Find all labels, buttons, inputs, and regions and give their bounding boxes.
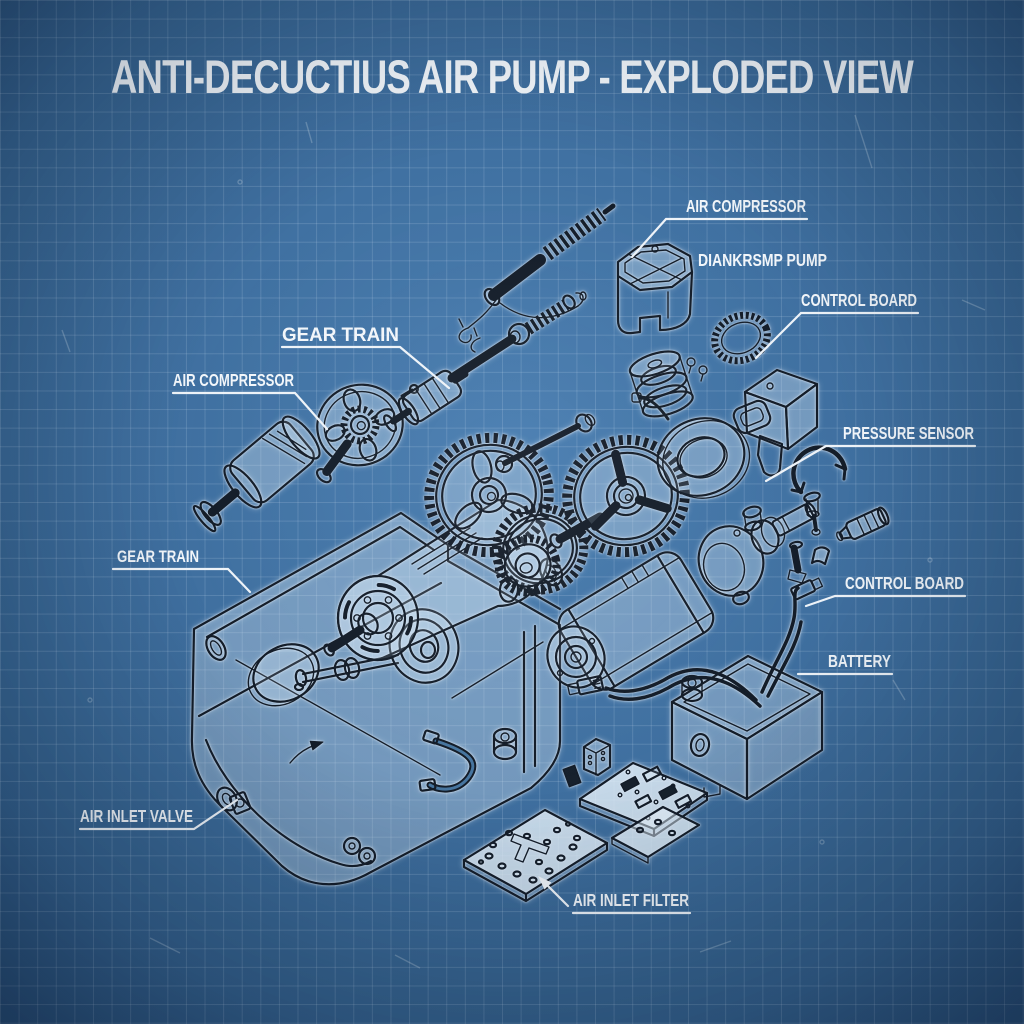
paper-scratches — [61, 114, 986, 969]
label-leader-lines — [78, 217, 977, 915]
spring-rod-wire — [458, 203, 616, 353]
secondary-motor — [546, 551, 715, 691]
axle-bolt — [494, 413, 596, 474]
pump-head-assembly — [697, 491, 821, 606]
pressure-sensor-part — [836, 506, 890, 542]
air-inlet-filter-plate-2 — [610, 805, 701, 864]
label-air-inlet-filter: AIR INLET FILTER — [573, 890, 689, 910]
end-disc — [247, 643, 320, 707]
label-diankrsmp-pump: DIANKRSMP PUMP — [698, 250, 827, 270]
ink-drawing-layer — [190, 203, 890, 903]
bolt-with-spring — [447, 294, 576, 383]
label-pressure-sensor: PRESSURE SENSOR — [843, 423, 974, 443]
battery-connector-top — [790, 577, 824, 601]
battery-connector-left — [567, 675, 605, 696]
label-gear-train-left: GEAR TRAIN — [117, 548, 199, 566]
arc-chip — [810, 546, 831, 566]
label-battery: BATTERY — [828, 651, 891, 671]
gear-large-right-shaft — [549, 512, 605, 549]
battery-pack — [567, 577, 824, 801]
c-clip-arrows — [790, 445, 848, 495]
label-air-inlet-valve: AIR INLET VALVE — [80, 806, 193, 826]
piston-cylinder — [192, 415, 321, 533]
label-control-board-top: CONTROL BOARD — [801, 290, 917, 310]
pump-cup — [616, 242, 694, 335]
label-air-compressor-top: AIR COMPRESSOR — [686, 196, 806, 216]
label-air-compressor-left: AIR COMPRESSOR — [173, 370, 294, 390]
label-control-board-right: CONTROL BOARD — [845, 573, 964, 593]
page-title: ANTI-DECUCTIUS AIR PUMP - EXPLODED VIEW — [111, 50, 914, 103]
flange-wheel — [315, 383, 404, 484]
label-gear-train-top: GEAR TRAIN — [282, 325, 399, 346]
air-inlet-valve-port — [228, 791, 252, 815]
air-inlet-filter-plate — [462, 808, 609, 903]
o-ring — [711, 311, 771, 365]
pulley — [628, 350, 694, 418]
ball-bearing — [388, 608, 460, 684]
control-board-box — [732, 368, 819, 477]
ring-donut — [631, 357, 751, 499]
drive-shaft — [294, 653, 400, 687]
housing-shell — [190, 511, 562, 886]
